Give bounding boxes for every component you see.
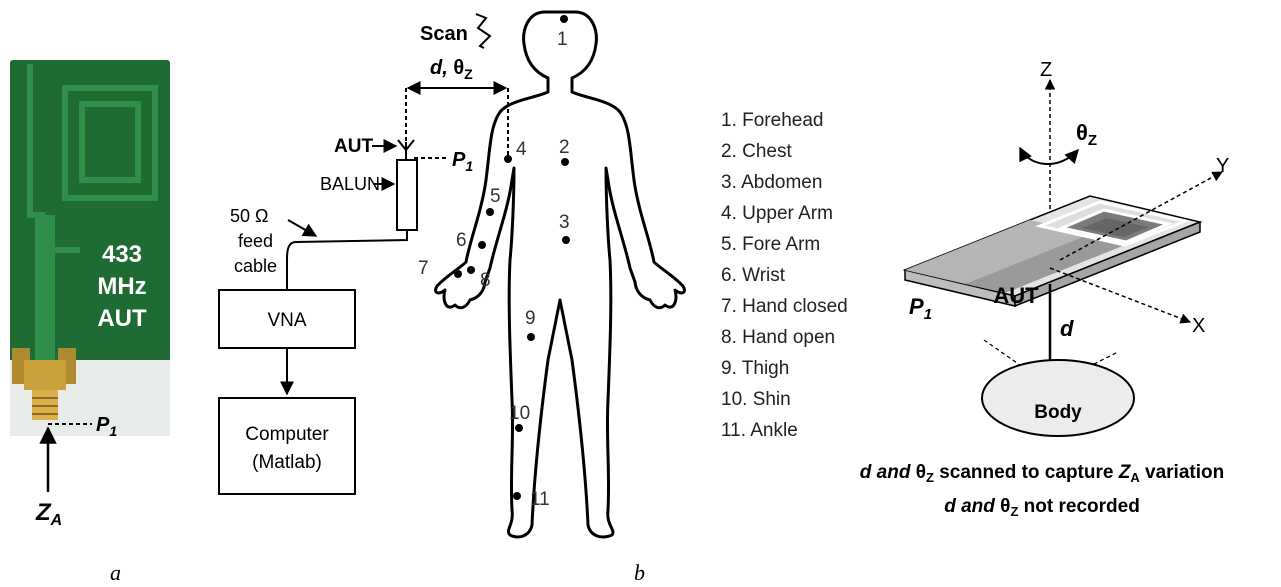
cable-label-3: cable — [234, 256, 277, 276]
cable-label-1: 50 Ω — [230, 206, 268, 226]
body-point-numbers: 1 2 3 4 5 6 7 8 9 10 11 — [418, 29, 570, 510]
body-ellipse — [982, 360, 1134, 436]
x-axis — [1050, 268, 1190, 322]
aut-label-c: AUT — [993, 283, 1039, 308]
caption-a: a — [110, 560, 121, 585]
computer-box — [219, 398, 355, 494]
location-item: 7. Hand closed — [721, 296, 848, 317]
num-1: 1 — [557, 29, 568, 50]
panel-b: 1 2 3 4 5 6 7 8 9 10 11 Scan d, θZ AUT P… — [219, 12, 848, 585]
location-item: 11. Ankle — [721, 420, 798, 441]
cable-label-2: feed — [238, 231, 273, 251]
vna-label: VNA — [267, 310, 306, 331]
location-list: 1. Forehead 2. Chest 3. Abdomen 4. Upper… — [721, 110, 848, 441]
scan-label: Scan — [420, 23, 468, 45]
point-hand-open — [467, 266, 475, 274]
num-7: 7 — [418, 258, 429, 279]
feed-cable — [287, 230, 407, 292]
location-item: 2. Chest — [721, 141, 792, 162]
human-body-outline — [436, 12, 685, 537]
num-2: 2 — [559, 137, 570, 158]
z-axis-label: Z — [1040, 59, 1052, 81]
location-item: 10. Shin — [721, 389, 791, 410]
num-8: 8 — [480, 270, 491, 291]
point-forehead — [560, 15, 568, 23]
location-item: 5. Fore Arm — [721, 234, 820, 255]
board-label-aut: AUT — [97, 305, 147, 332]
location-item: 9. Thigh — [721, 358, 789, 379]
theta-rotation-arrow — [1020, 148, 1078, 164]
panel-a: 433 MHz AUT P1 ZA a — [10, 60, 170, 585]
num-9: 9 — [525, 308, 536, 329]
note-line-2: d and θZ not recorded — [944, 496, 1140, 519]
point-wrist — [478, 241, 486, 249]
num-5: 5 — [490, 186, 501, 207]
impedance-label: ZA — [35, 499, 62, 529]
point-ankle — [513, 492, 521, 500]
point-shin — [515, 424, 523, 432]
computer-label-1: Computer — [245, 424, 329, 445]
antenna-symbol-icon — [398, 140, 414, 160]
location-item: 6. Wrist — [721, 265, 786, 286]
location-item: 1. Forehead — [721, 110, 823, 131]
y-axis-label: Y — [1216, 155, 1229, 177]
point-chest — [561, 158, 569, 166]
scan-squiggle-icon — [476, 14, 490, 48]
num-10: 10 — [509, 403, 530, 424]
aut-board-3d — [905, 196, 1200, 306]
x-axis-label: X — [1192, 315, 1205, 337]
point-fore-arm — [486, 208, 494, 216]
point-hand-closed — [454, 270, 462, 278]
num-4: 4 — [516, 139, 527, 160]
cable-arrow — [288, 220, 316, 236]
scan-params: d, θZ — [430, 57, 473, 82]
note-line-1: d and θZ scanned to capture ZA variation — [860, 462, 1224, 485]
location-item: 4. Upper Arm — [721, 203, 833, 224]
panel-c: Z θZ Y X AUT P1 d Body d and θZ scann — [860, 59, 1230, 519]
balun-label: BALUN — [320, 174, 380, 194]
board-label-433: 433 — [102, 241, 142, 268]
theta-label: θZ — [1076, 120, 1097, 149]
board-label-mhz: MHz — [97, 273, 146, 300]
port-label-c: P1 — [909, 294, 932, 323]
point-abdomen — [562, 236, 570, 244]
computer-label-2: (Matlab) — [252, 452, 322, 473]
body-label: Body — [1034, 402, 1082, 423]
num-11: 11 — [530, 489, 550, 510]
location-item: 8. Hand open — [721, 327, 835, 348]
balun-box — [397, 160, 417, 230]
location-item: 3. Abdomen — [721, 172, 822, 193]
num-3: 3 — [559, 212, 570, 233]
caption-b: b — [634, 560, 645, 585]
num-6: 6 — [456, 230, 467, 251]
point-upper-arm — [504, 155, 512, 163]
point-thigh — [527, 333, 535, 341]
port-label-b: P1 — [452, 149, 473, 174]
distance-label: d — [1060, 316, 1074, 341]
aut-label: AUT — [334, 136, 373, 157]
